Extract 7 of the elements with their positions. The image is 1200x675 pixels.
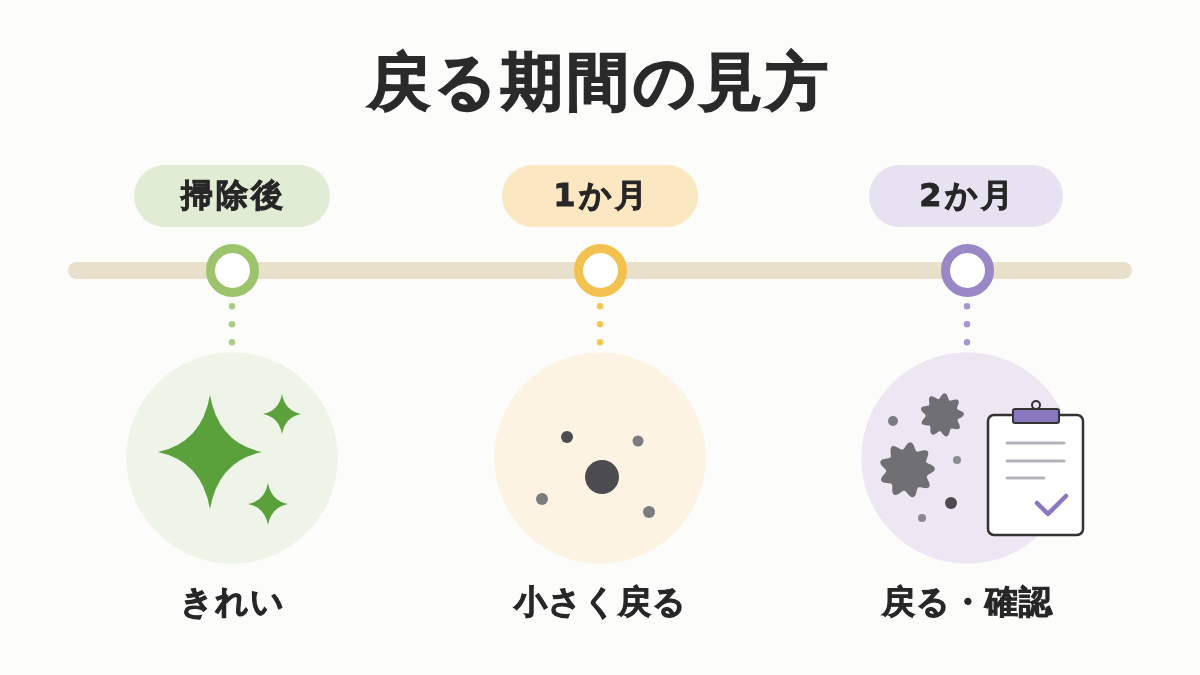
time-pill: 掃除後 [134, 165, 330, 227]
node-label: 戻る・確認 [881, 582, 1053, 622]
node-label: きれい [179, 582, 285, 622]
node-label: 小さく戻る [513, 582, 687, 622]
title: 戻る期間の見方 [368, 46, 832, 118]
time-pill: 2か月 [869, 165, 1063, 227]
time-pill: 1か月 [502, 165, 698, 227]
